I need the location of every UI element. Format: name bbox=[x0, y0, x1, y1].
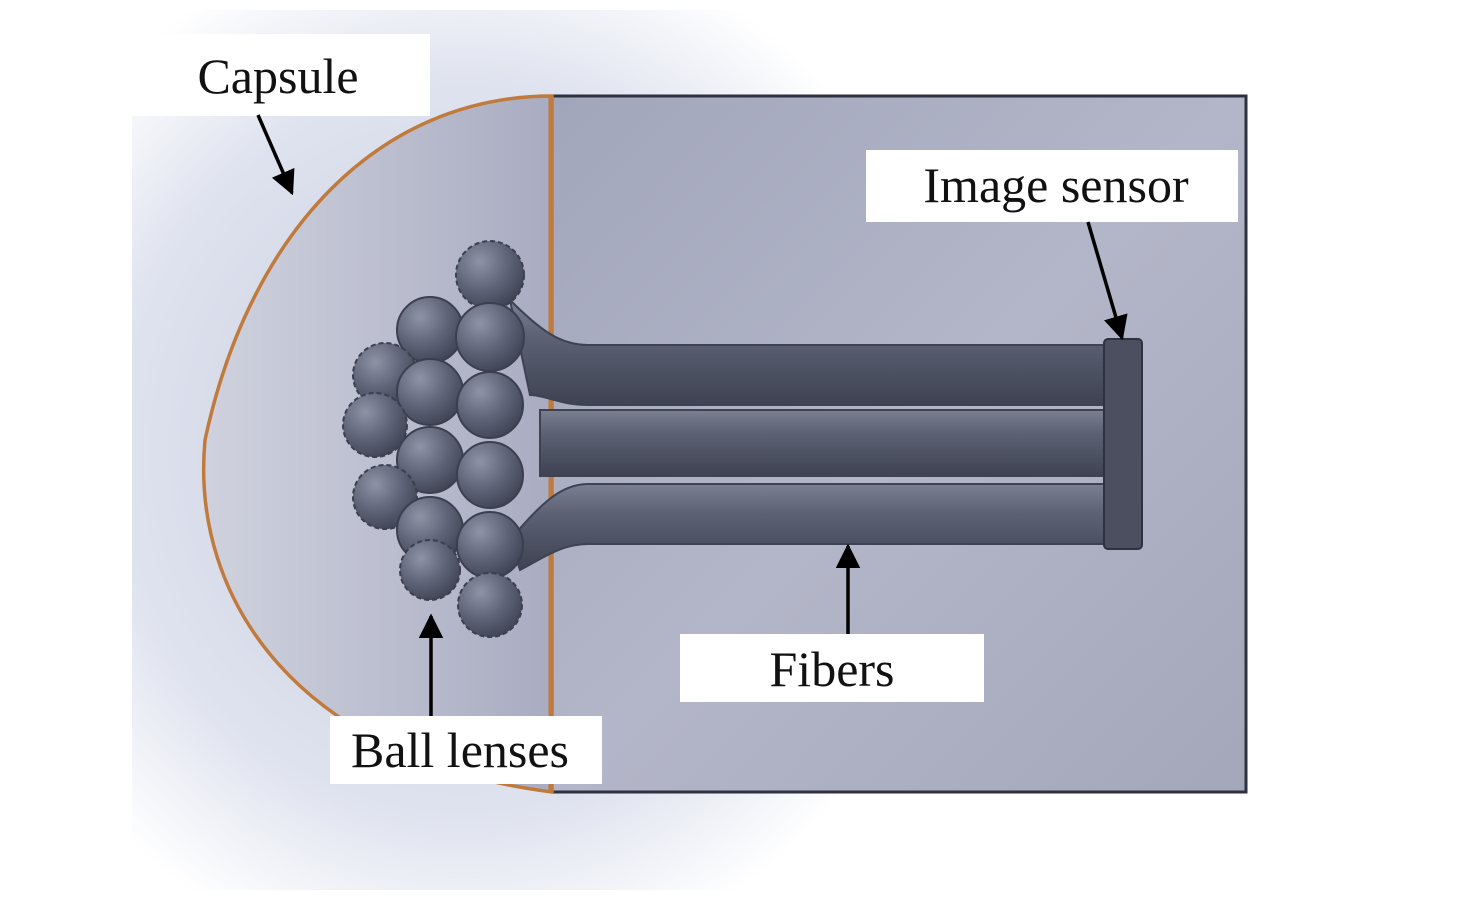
ball-lens bbox=[399, 539, 461, 601]
image-sensor-label: Image sensor bbox=[923, 157, 1189, 213]
image-sensor-arrow bbox=[1086, 221, 1128, 341]
image-sensor-label-box bbox=[866, 150, 1238, 222]
capsule-label-box bbox=[132, 34, 430, 116]
image-sensor-plate bbox=[1103, 338, 1143, 550]
capsule-label: Capsule bbox=[197, 48, 358, 104]
ball-lenses-label: Ball lenses bbox=[351, 722, 569, 778]
ball-lens bbox=[457, 572, 523, 638]
ball-lens bbox=[455, 240, 525, 310]
capsule-arrow bbox=[256, 114, 295, 196]
ball-lens bbox=[396, 358, 464, 426]
ball-lens bbox=[342, 392, 408, 458]
fibers-label-box bbox=[680, 634, 984, 702]
fibers-label: Fibers bbox=[770, 641, 895, 697]
ball-lens bbox=[455, 302, 525, 372]
ball-lenses-label-box bbox=[330, 716, 602, 784]
fiber-middle bbox=[539, 409, 1109, 477]
ball-lens bbox=[456, 441, 524, 509]
ball-lens bbox=[456, 511, 524, 579]
ball-lens-cluster bbox=[342, 240, 525, 638]
ball-lens bbox=[456, 371, 524, 439]
